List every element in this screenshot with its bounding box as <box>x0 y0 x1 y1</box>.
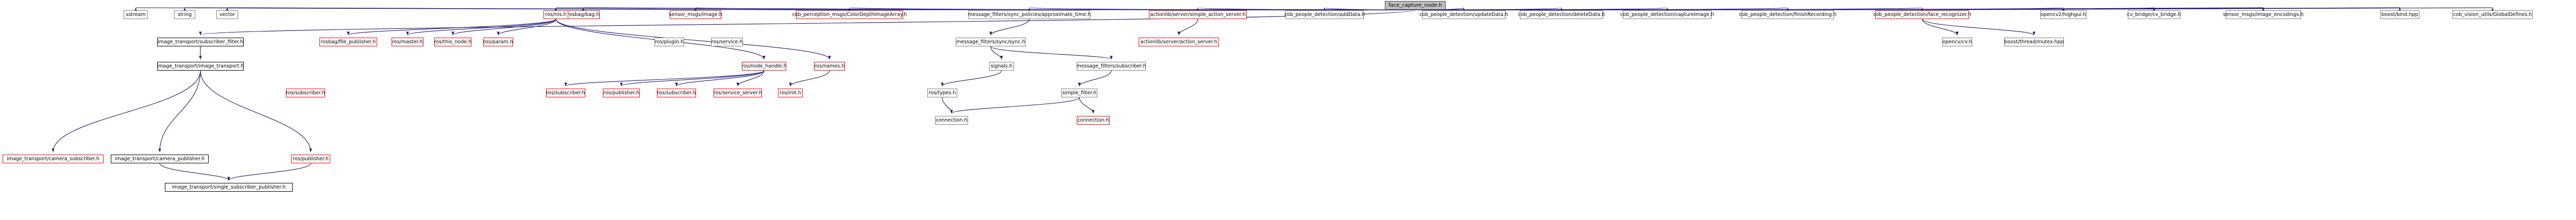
graph-node[interactable]: ros/publisher.h <box>291 155 330 163</box>
graph-edge <box>159 163 230 181</box>
graph-node[interactable]: cv_bridge/cv_bridge.h <box>2127 10 2181 19</box>
graph-node[interactable]: ros/this_node.h <box>434 38 471 46</box>
graph-edge <box>1415 7 1789 11</box>
graph-node[interactable]: vector <box>216 10 238 19</box>
graph-node[interactable]: ros/param.h <box>483 38 513 46</box>
graph-edge <box>227 163 311 181</box>
graph-edge <box>1028 7 1416 11</box>
graph-node[interactable]: opencv/cv.h <box>1942 38 1972 46</box>
graph-node[interactable]: ros/names.h <box>814 62 845 71</box>
graph-node[interactable]: ros/subscriber.h <box>546 89 585 97</box>
graph-edge <box>1922 19 1959 36</box>
graph-edge <box>1415 7 2264 12</box>
graph-node[interactable]: ros/publisher.h <box>603 89 640 97</box>
graph-edge <box>158 70 201 153</box>
graph-edge <box>1078 70 1112 87</box>
graph-node[interactable]: ros/types.h <box>927 89 957 97</box>
graph-edge <box>990 46 1113 60</box>
graph-node[interactable]: ros/service.h <box>711 38 743 46</box>
graph-edge <box>1415 7 2400 12</box>
graph-edge <box>1177 19 1198 36</box>
graph-edge <box>583 7 1416 12</box>
graph-edge <box>789 70 830 87</box>
graph-edge <box>942 97 953 114</box>
graph-node[interactable]: message_filters/sync_policies/approximat… <box>968 10 1091 19</box>
graph-node[interactable]: image_transport/single_subscriber_publis… <box>165 183 293 192</box>
graph-node[interactable]: ros/plugin.h <box>654 38 684 46</box>
graph-node[interactable]: cob_people_detection/addData.h <box>1284 10 1365 19</box>
graph-node[interactable]: simple_filter.h <box>1061 89 1097 97</box>
graph-node[interactable]: signals.h <box>989 62 1014 71</box>
graph-node[interactable]: sensor_msgs/Image.h <box>669 10 722 19</box>
graph-node[interactable]: ros/node_handle.h <box>741 62 787 71</box>
graph-edge <box>200 70 312 153</box>
graph-node[interactable]: cob_people_detection/face_recognizer.h <box>1873 10 1971 19</box>
graph-edge <box>990 46 1003 60</box>
graph-edge <box>620 70 765 87</box>
graph-node[interactable]: boost/thread/mutex.hpp <box>2004 38 2064 46</box>
graph-edge <box>1415 7 1669 11</box>
graph-edge <box>564 70 765 87</box>
graph-edge <box>1922 19 2036 36</box>
graph-node[interactable]: image_transport/image_transport.h <box>157 62 244 71</box>
graph-node[interactable]: rosbag/file_publisher.h <box>319 38 377 46</box>
graph-edge <box>941 70 1002 87</box>
graph-node[interactable]: cob_people_detection/updateData.h <box>1419 10 1508 19</box>
graph-node[interactable]: image_transport/camera_publisher.h <box>111 155 209 163</box>
graph-edge <box>989 19 1030 36</box>
graph-edge <box>184 7 1416 12</box>
graph-node[interactable]: image_transport/subscriber_filter.h <box>157 38 244 46</box>
graph-edge <box>497 19 556 36</box>
graph-edge <box>1415 7 2493 12</box>
graph-edge <box>1415 7 1923 12</box>
graph-node[interactable]: ros/init.h <box>778 89 803 97</box>
graph-node[interactable]: opencv2/highgui.h <box>2040 10 2087 19</box>
graph-node[interactable]: cob_people_detection/finishRecording.h <box>1739 10 1837 19</box>
graph-edge <box>347 19 556 36</box>
graph-node[interactable]: cob_people_detection/deleteData.h <box>1518 10 1605 19</box>
graph-node[interactable]: ros/service_server.h <box>714 89 762 97</box>
graph-node[interactable]: message_filters/sync/sync.h <box>956 38 1026 46</box>
graph-edge <box>675 70 765 87</box>
graph-node[interactable]: message_filters/subscriber.h <box>1076 62 1146 71</box>
graph-node[interactable]: rosbag/bag.h <box>567 10 600 19</box>
graph-node[interactable]: cob_vision_utils/GlobalDefines.h <box>2452 10 2533 19</box>
graph-node[interactable]: sstream <box>124 10 148 19</box>
graph-edge <box>227 7 1416 12</box>
graph-node[interactable]: string <box>174 10 195 19</box>
graph-edge <box>135 7 1416 12</box>
graph-node[interactable]: ros/master.h <box>392 38 423 46</box>
graph-node[interactable]: image_transport/camera_subscriber.h <box>3 155 104 163</box>
graph-edge <box>52 70 201 153</box>
graph-edge <box>451 19 556 36</box>
graph-node[interactable]: connection.h <box>935 116 968 125</box>
graph-edge <box>849 7 1416 12</box>
graph-edge <box>1415 7 2155 12</box>
graph-node[interactable]: connection.h <box>1077 116 1110 125</box>
graph-node[interactable]: actionlib/server/action_server.h <box>1139 38 1219 46</box>
root-node[interactable]: face_capture_node.h <box>1385 1 1446 10</box>
graph-node[interactable]: ros/subscriber.h <box>657 89 696 97</box>
graph-node[interactable]: boost/bind.hpp <box>2380 10 2419 19</box>
graph-node[interactable]: sensor_msgs/image_encodings.h <box>2223 10 2303 19</box>
graph-edge <box>406 19 556 36</box>
graph-node[interactable]: cob_perception_msgs/ColorDepthImageArray… <box>792 10 907 19</box>
graph-edge <box>736 70 765 87</box>
graph-edge <box>950 97 1080 114</box>
graph-edge <box>1415 7 2064 12</box>
graph-edge <box>555 7 1416 12</box>
graph-node[interactable]: cob_people_detection/captureImage.h <box>1620 10 1714 19</box>
graph-edge <box>695 7 1416 12</box>
graph-node[interactable]: ros/ros.h <box>544 10 568 19</box>
graph-node[interactable]: ros/subscriber.h <box>286 89 325 97</box>
graph-node[interactable]: actionlib/server/simple_action_server.h <box>1149 10 1247 19</box>
graph-edge <box>555 19 831 60</box>
graph-edge <box>1079 97 1095 114</box>
graph-edge <box>1196 7 1416 11</box>
